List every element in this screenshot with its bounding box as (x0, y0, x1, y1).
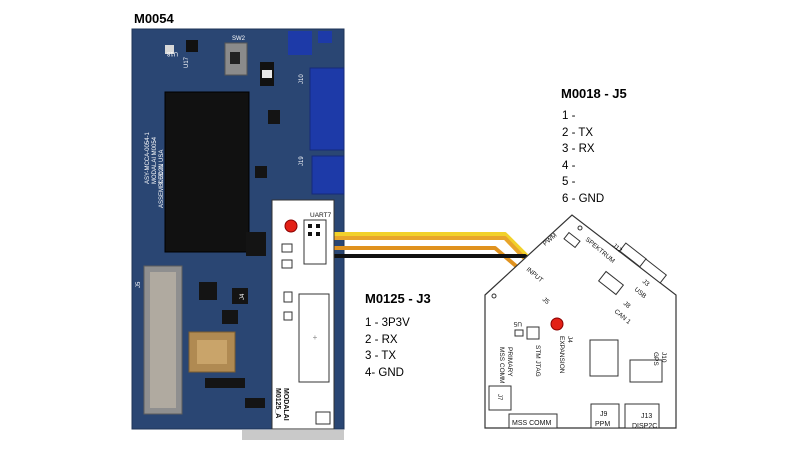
m0054-ref-j19: J19 (299, 156, 305, 166)
m0054-silk-3: ASSEMBLED IN USA (159, 150, 165, 208)
m0018-silk-j10: J10 (660, 352, 667, 363)
m0018-pin-1: 1 - (562, 110, 576, 122)
m0054-ref-j5: J5 (136, 281, 142, 288)
m0018-silk-primary: PRIMARY (506, 347, 513, 377)
m0054-silk-0: ASY-MCCA-0054-1 (145, 132, 151, 184)
m0018-pin1-marker (550, 317, 564, 331)
m0018-silk-stm-jtag: STM JTAG (534, 345, 541, 377)
m0018-silk-disp2c: DISP2C (632, 423, 657, 430)
m0018-silk-j4: J4 (566, 336, 573, 343)
m0018-silk-expansion: EXPANSION (558, 336, 565, 374)
m0018-silk-j7: J7 (496, 394, 502, 401)
m0018-silk-j13: J13 (641, 413, 652, 420)
m0018-silk-mss-comm: MSS COMM (512, 420, 551, 427)
m0018-silk-mss-comm-side: MSS COMM (498, 347, 505, 383)
m0125-pin-3: 3 - TX (365, 350, 397, 362)
m0125-board: + UART7 MODALAI M0125_A (271, 199, 335, 430)
m0125-silk-1: M0125_A (274, 388, 281, 418)
m0125-pin-list: 1 - 3P3V 2 - RX 3 - TX 4- GND (365, 315, 410, 381)
m0125-pin-2: 2 - RX (365, 333, 398, 346)
m0125-header-label: UART7 (310, 212, 332, 219)
m0018-silk-gps: GPS (652, 352, 659, 366)
m0018-title: M0018 - J5 (561, 86, 627, 101)
m0018-pin-5: 5 - (562, 176, 576, 188)
m0054-silk-2: © 2021 (158, 164, 165, 184)
m0054-silk-1: MODALAI M0054 (152, 136, 158, 184)
m0018-silk-u5: U5 (513, 320, 522, 327)
svg-text:+: + (313, 333, 318, 342)
m0018-pin-6: 6 - GND (562, 192, 605, 205)
m0054-ref-j4: J4 (240, 293, 246, 300)
m0018-silk-j3: J3 (641, 278, 651, 288)
m0054-ref-sw2: SW2 (232, 36, 246, 42)
m0054-title: M0054 (134, 11, 174, 26)
m0054-ref-u18: U18 (166, 50, 178, 56)
m0018-silk-ppm: PPM (595, 421, 610, 428)
m0018-silk-j9: J9 (600, 411, 608, 418)
m0018-pin-3: 3 - RX (562, 143, 595, 155)
m0018-pin-4: 4 - (562, 159, 576, 172)
m0125-pin-4: 4- GND (365, 366, 404, 379)
m0018-silk-j8: J8 (622, 300, 632, 310)
m0018-pin-list: 1 - 2 - TX 3 - RX 4 - 5 - 6 - GND (562, 108, 604, 207)
m0018-silk-j5: J5 (541, 296, 551, 306)
m0054-ref-u17: U17 (184, 56, 190, 68)
m0125-pin1-marker (284, 219, 298, 233)
m0125-title: M0125 - J3 (365, 291, 431, 306)
m0125-silk-0: MODALAI (282, 388, 289, 421)
m0054-ref-j10: J10 (299, 74, 305, 84)
m0018-pin-2: 2 - TX (562, 126, 594, 139)
m0125-pin-1: 1 - 3P3V (365, 317, 410, 329)
